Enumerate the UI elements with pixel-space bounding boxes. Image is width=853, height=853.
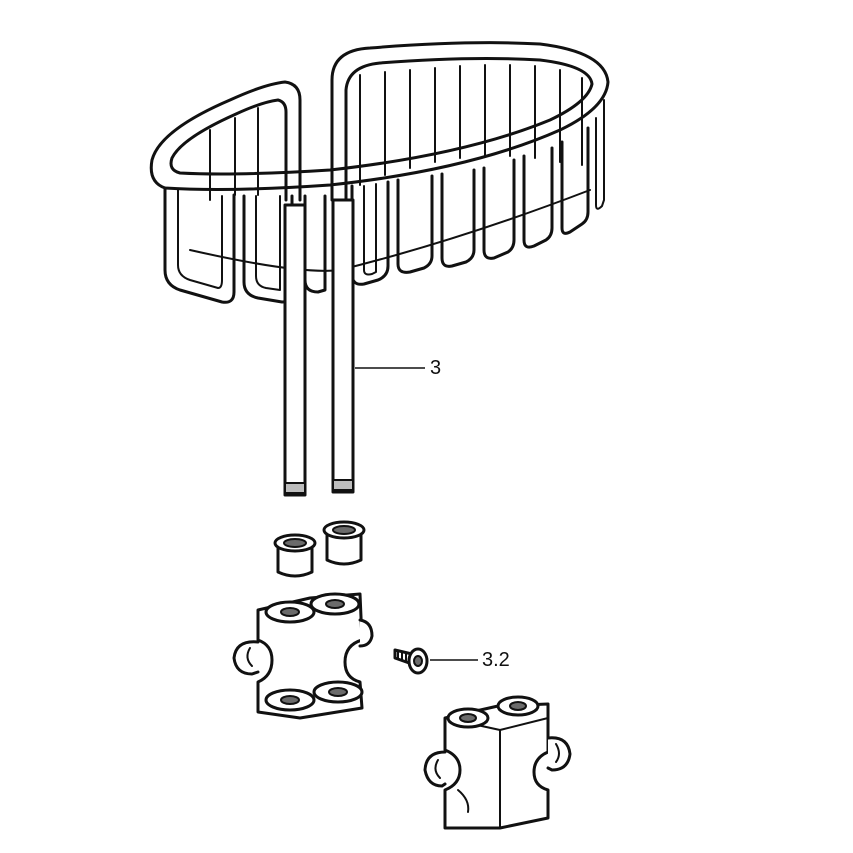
basket-back-wires xyxy=(209,64,583,201)
left-sleeve-bushing xyxy=(273,533,317,578)
callout-screw-label: 3.2 xyxy=(482,649,510,671)
wire-basket xyxy=(149,41,610,304)
sleeve-bushings xyxy=(273,520,366,578)
screw xyxy=(393,647,429,675)
basket-bottom-wire xyxy=(189,189,591,272)
basket-top-rim xyxy=(149,41,610,202)
callout-screw: 3.2 xyxy=(430,649,510,671)
callout-rods: 3 xyxy=(355,357,441,379)
right-sleeve-bushing xyxy=(322,520,366,566)
support-rods xyxy=(283,198,355,497)
right-support-rod xyxy=(331,198,355,494)
left-support-rod xyxy=(283,203,307,497)
mounting-block-lower xyxy=(423,695,572,830)
clamp-block-upper xyxy=(232,592,374,720)
callout-rods-label: 3 xyxy=(430,357,441,379)
